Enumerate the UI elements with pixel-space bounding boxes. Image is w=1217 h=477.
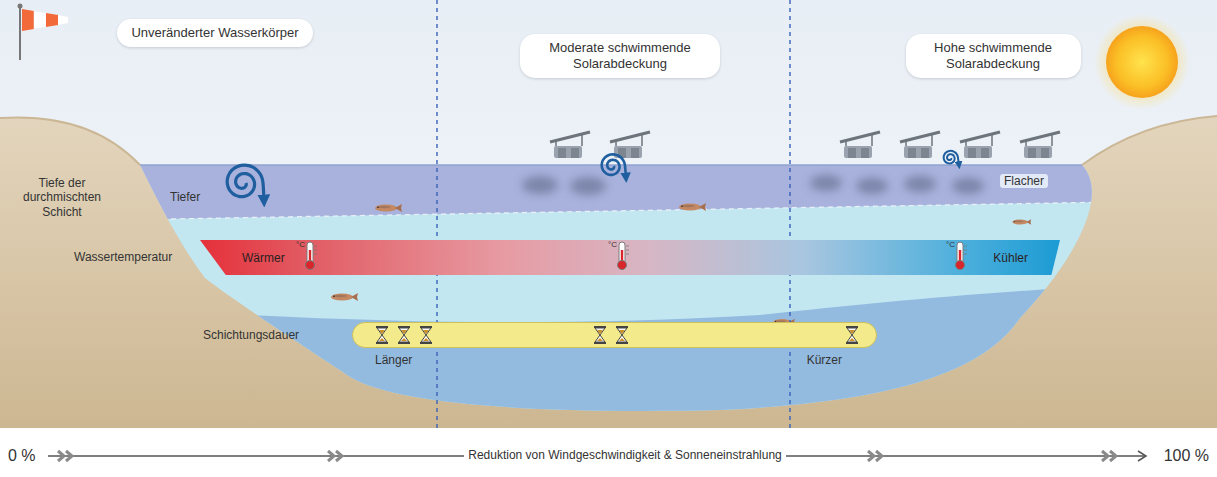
scenario-heading-box: Moderate schwimmende Solarabdeckung (520, 34, 720, 78)
scale-end-label: 100 % (1164, 446, 1209, 465)
windsock (22, 9, 34, 31)
axis-label: Schichtungsdauer (203, 328, 299, 342)
water-body (0, 160, 1217, 430)
thermometer-icons (306, 242, 968, 270)
bottom-strip (0, 428, 1217, 477)
scale-label: Tiefer (170, 190, 200, 204)
scale-label: Flacher (1000, 174, 1048, 188)
floating-solar-panels (840, 132, 880, 158)
scenario-heading-box: Hohe schwimmende Solarabdeckung (906, 34, 1081, 78)
floating-solar-panels (550, 132, 1060, 158)
sun (1106, 26, 1178, 98)
bottom-strip (1138, 451, 1146, 461)
scenario-heading: Unveränderter Wasserkörper (131, 25, 298, 41)
scale-label: Kürzer (807, 353, 842, 367)
hourglass-icons (376, 326, 858, 344)
panel-shadows (904, 176, 936, 192)
scale-label: Kühler (993, 251, 1028, 265)
windsock (18, 4, 69, 61)
panel-shadows (522, 176, 558, 194)
section-dividers (436, 0, 437, 440)
mixing-spiral (227, 165, 264, 201)
land (1082, 116, 1217, 165)
hourglass-icons (594, 326, 606, 344)
hourglass-icons (420, 326, 432, 344)
sun (1094, 14, 1190, 110)
bottom-strip (0, 428, 1217, 477)
panel-shadows (522, 175, 984, 195)
axis-label: Tiefe der durchmischten Schicht (16, 176, 108, 219)
panel-shadows (570, 177, 606, 195)
thermometer-icons (618, 242, 630, 270)
thermometer-icons (956, 242, 968, 270)
scale-label: Wärmer (242, 251, 285, 265)
hourglass-icons (376, 326, 388, 344)
fish (1012, 219, 1031, 225)
sky (0, 0, 1217, 430)
water-surface (140, 164, 1082, 166)
sky (0, 0, 1217, 430)
temperature-band: Wärmer Kühler (200, 240, 1060, 275)
axis-label: Wassertemperatur (74, 250, 172, 264)
axis-caption: Reduktion von Windgeschwindigkeit & Sonn… (464, 448, 786, 462)
sun (1094, 14, 1190, 110)
mixing-spiral (944, 151, 959, 165)
floating-solar-panels (960, 132, 1000, 158)
windsock (46, 13, 58, 27)
panel-shadows (952, 178, 984, 194)
unit-label: °C (946, 240, 955, 250)
section-dividers (437, 0, 790, 440)
windsock (58, 15, 68, 25)
unit-label: °C (296, 240, 305, 250)
floating-solar-panels (1020, 132, 1060, 158)
panel-shadows (810, 175, 842, 191)
fish (679, 203, 706, 211)
stratification-bar: LängerKürzer (352, 322, 877, 348)
section-dividers (789, 0, 790, 440)
scenario-heading-box: Unveränderter Wasserkörper (117, 19, 312, 47)
hourglass-icons (846, 326, 858, 344)
chevrons (58, 451, 72, 461)
chevrons (868, 451, 882, 461)
scale-end-label: 0 % (8, 446, 36, 465)
scenario-heading: Hohe schwimmende Solarabdeckung (920, 40, 1067, 72)
unit-label: °C (608, 240, 617, 250)
chevrons (328, 451, 342, 461)
mixing-spiral (602, 154, 626, 177)
hourglass-icons (616, 326, 628, 344)
windsock (19, 6, 21, 60)
mixing-spirals (227, 151, 959, 201)
panel-shadows (856, 178, 888, 194)
fish (375, 204, 402, 212)
fish (331, 293, 358, 301)
floating-solar-panels (550, 132, 590, 158)
land (0, 117, 140, 165)
scale-label: Länger (375, 353, 412, 367)
hourglass-icons (398, 326, 410, 344)
scenario-heading: Moderate schwimmende Solarabdeckung (534, 40, 706, 72)
water-body (0, 160, 1217, 430)
chevrons (1102, 451, 1116, 461)
windsock (34, 11, 46, 29)
water-body (0, 280, 1217, 430)
floating-solar-panels (900, 132, 940, 158)
thermometer-icons (306, 242, 318, 270)
windsock (18, 4, 23, 9)
